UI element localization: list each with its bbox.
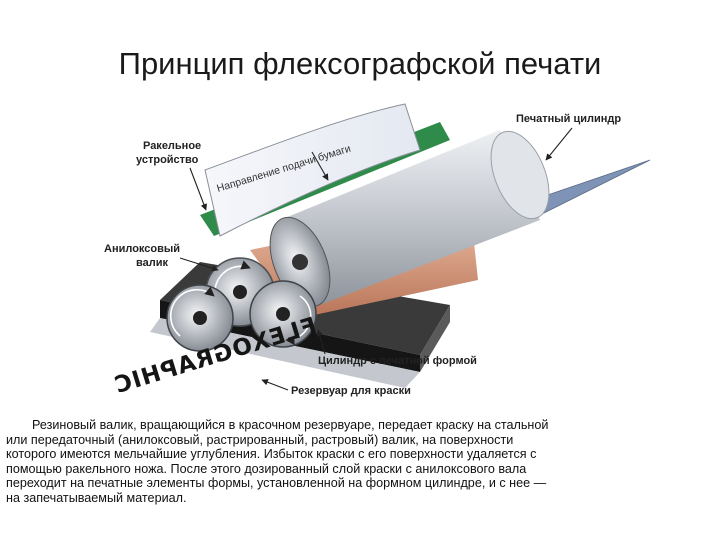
description-line: Резиновый валик, вращающийся в красочном… (32, 418, 549, 432)
doctor-blade-label-2: устройство (136, 154, 199, 166)
printing-cylinder-pointer (545, 127, 573, 161)
flexo-diagram: FLEXOGRAPHIC Направление подачи бумаги П… (104, 103, 651, 399)
description-line: помощью ракельного ножа. После этого доз… (6, 461, 527, 476)
page-title: Принцип флексографской печати (118, 46, 602, 81)
ink-reservoir-label: Резервуар для краски (291, 385, 411, 397)
printing-cylinder-label: Печатный цилиндр (516, 113, 621, 125)
anilox-label-1: Анилоксовый (104, 243, 180, 255)
description-line: на запечатываемый материал. (6, 490, 187, 505)
paper-direction-arrow (311, 151, 329, 181)
rubber-roller (166, 284, 234, 352)
plate-roller (249, 280, 317, 348)
printing-cylinder (269, 130, 550, 308)
ink-reservoir-pointer (261, 379, 289, 391)
plate-cylinder-label: Цилиндр с печатной формой (318, 355, 477, 367)
description-line: или передаточный (анилоксовый, растриров… (6, 432, 514, 447)
plate-cylinder-pointer (316, 329, 326, 355)
description-line: которого имеются мельчайшие углубления. … (6, 447, 537, 462)
description-text: Резиновый валик, вращающийся в красочном… (6, 418, 714, 506)
anilox-label-2: валик (136, 257, 168, 269)
anilox-pointer (179, 257, 219, 272)
description-line: переходит на печатные элементы формы, ус… (6, 476, 547, 491)
doctor-blade-label-1: Ракельное (143, 140, 201, 152)
doctor-blade-pointer (189, 167, 207, 211)
